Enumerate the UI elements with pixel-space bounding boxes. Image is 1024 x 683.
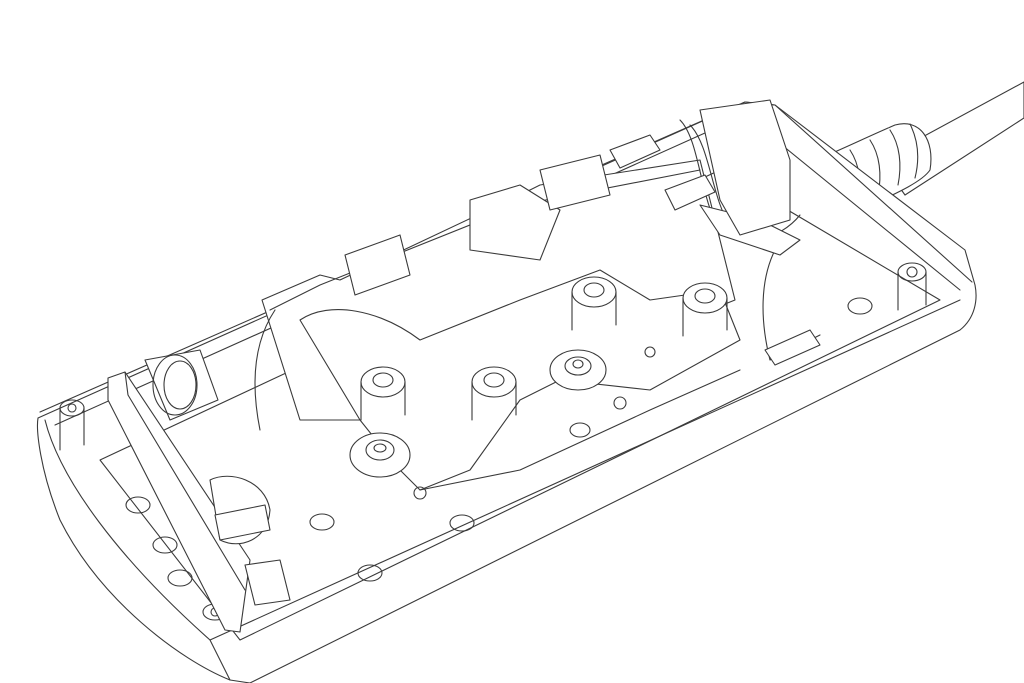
switch-housing: [344, 99, 791, 296]
socket-contacts: [349, 276, 728, 500]
floor-holes: [125, 297, 873, 587]
socket-frames: [261, 159, 741, 491]
circuit-board: [107, 349, 291, 633]
